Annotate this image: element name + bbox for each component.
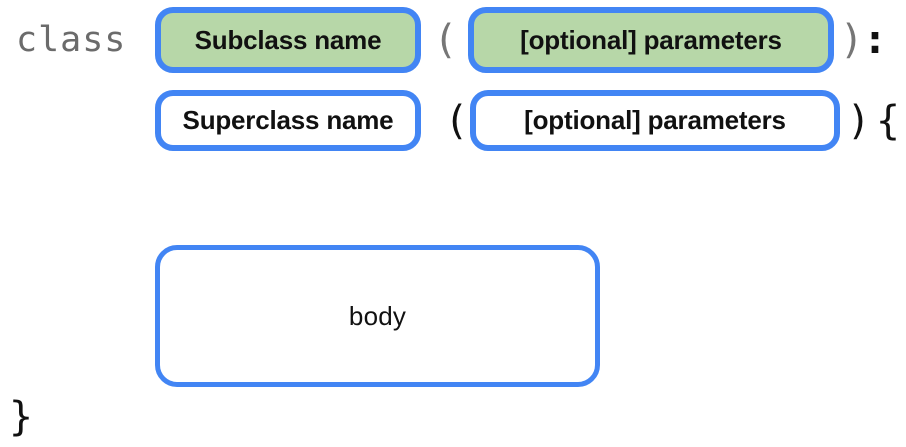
class-body-label: body — [348, 300, 407, 331]
subclass-paren-close: ) — [843, 17, 859, 63]
subclass-parameters-label: [optional] parameters — [520, 24, 782, 55]
subclass-parameters-box[interactable]: [optional] parameters — [468, 7, 834, 73]
subclass-name-box[interactable]: Subclass name — [155, 7, 421, 73]
closing-brace: } — [8, 394, 34, 440]
superclass-name-box[interactable]: Superclass name — [155, 90, 421, 151]
class-body-box[interactable]: body — [155, 245, 600, 387]
keyword-class-label: class — [16, 20, 127, 60]
superclass-name-label: Superclass name — [182, 105, 394, 135]
opening-brace: { — [875, 97, 901, 144]
superclass-paren-open: ( — [449, 97, 465, 144]
subclass-colon: : — [867, 18, 883, 62]
superclass-parameters-label: [optional] parameters — [524, 105, 786, 135]
subclass-name-label: Subclass name — [194, 24, 382, 55]
subclass-paren-open: ( — [438, 17, 454, 63]
superclass-parameters-box[interactable]: [optional] parameters — [470, 90, 840, 151]
superclass-paren-close: ) — [850, 97, 866, 144]
